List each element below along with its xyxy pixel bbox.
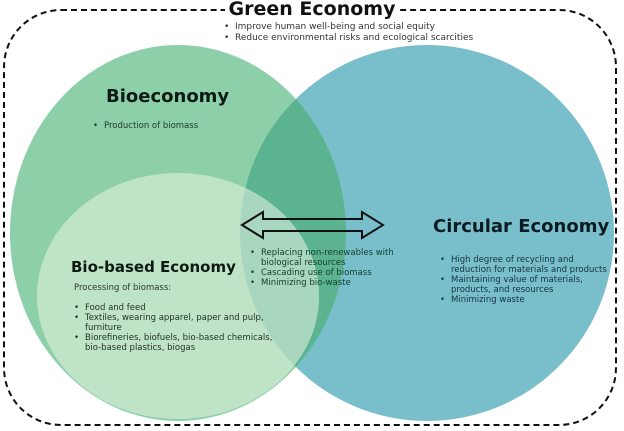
list-item: Food and feed — [74, 303, 274, 313]
circular-economy-circle — [240, 45, 614, 421]
bioeconomy-title: Bioeconomy — [106, 86, 230, 107]
list-item: Textiles, wearing apparel, paper and pul… — [74, 313, 274, 333]
list-item: Minimizing bio-waste — [250, 278, 400, 288]
bioeconomy-bullets: Production of biomass — [93, 121, 198, 131]
list-item: Biorefineries, biofuels, bio-based chemi… — [74, 333, 274, 353]
double-headed-arrow-icon — [240, 210, 385, 240]
list-item: Cascading use of biomass — [250, 268, 400, 278]
green-economy-title: Green Economy — [0, 0, 624, 20]
list-item: Reduce environmental risks and ecologica… — [224, 33, 473, 44]
bio-based-economy-title: Bio-based Economy — [71, 258, 236, 276]
list-item: Maintaining value of materials, products… — [440, 275, 615, 295]
list-item: Minimizing waste — [440, 295, 615, 305]
circular-economy-title: Circular Economy — [433, 216, 610, 237]
list-item: Improve human well-being and social equi… — [224, 22, 473, 33]
bio-based-economy-subtitle: Processing of biomass: — [74, 283, 172, 293]
green-economy-bullets: Improve human well-being and social equi… — [224, 22, 473, 44]
list-item: Replacing non-renewables with biological… — [250, 248, 400, 268]
list-item: High degree of recycling and reduction f… — [440, 255, 615, 275]
list-item: Production of biomass — [93, 121, 198, 131]
overlap-bullets: Replacing non-renewables with biological… — [250, 248, 400, 288]
circular-economy-bullets: High degree of recycling and reduction f… — [440, 255, 615, 305]
bio-based-economy-bullets: Food and feed Textiles, wearing apparel,… — [74, 303, 274, 353]
